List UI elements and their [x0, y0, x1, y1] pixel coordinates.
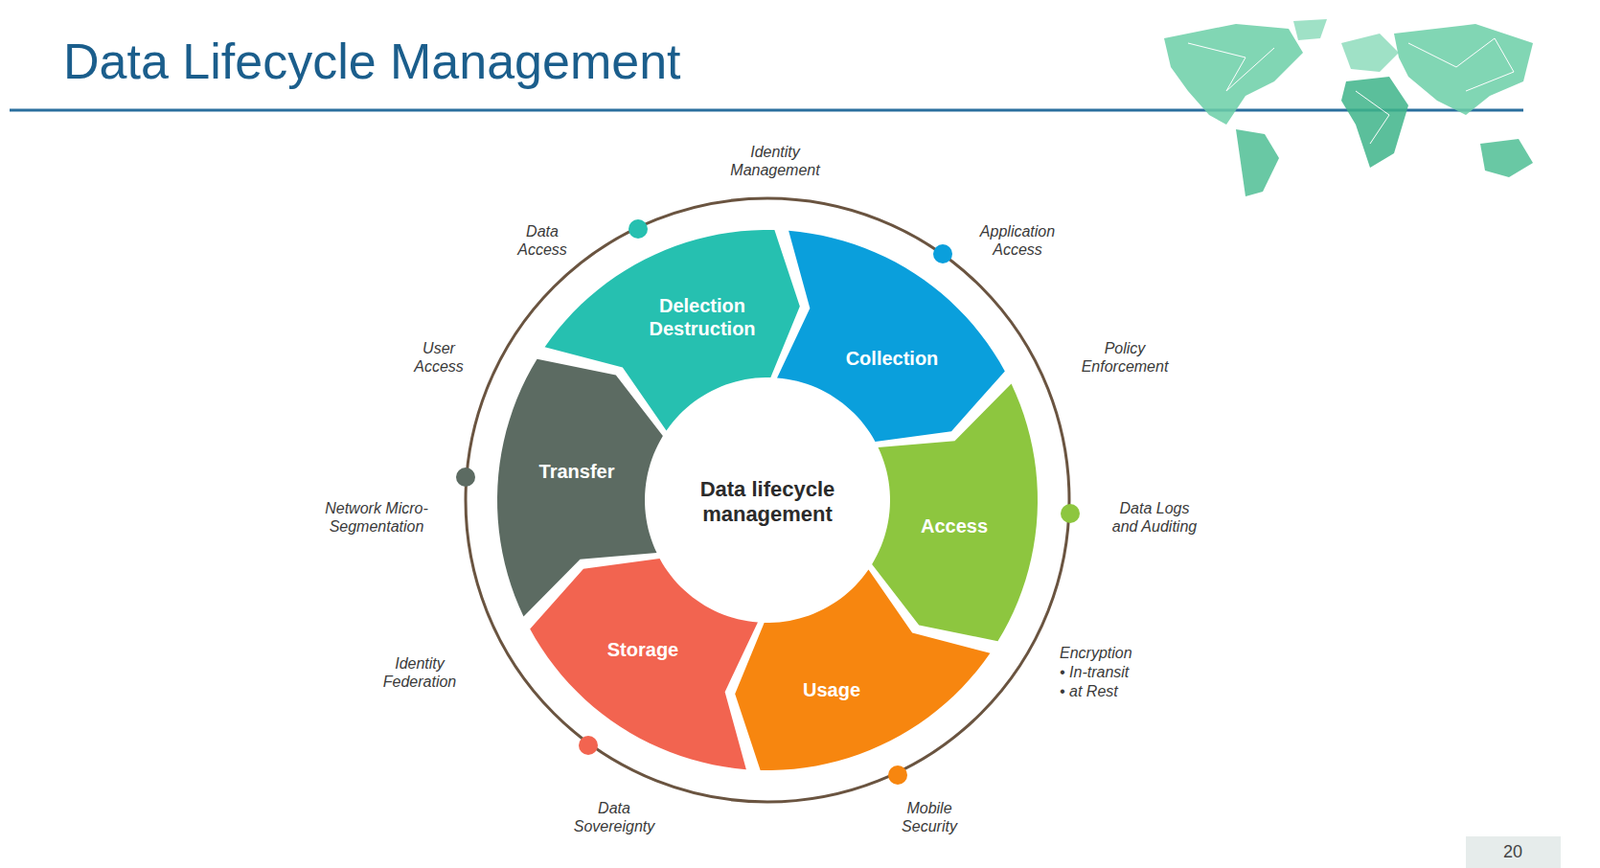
- security-control-label: Data Logs and Auditing: [1107, 499, 1202, 536]
- security-control-label: • In-transit: [1059, 662, 1129, 682]
- stage-name: Storage: [607, 638, 679, 662]
- security-control-label: Encryption: [1059, 643, 1133, 663]
- stage-name: Delection Destruction: [648, 294, 755, 341]
- outer-ring: [465, 198, 1070, 802]
- security-control-label: User Access: [413, 339, 464, 376]
- security-control-label: Policy Enforcement: [1081, 339, 1169, 376]
- center-circle: Data lifecycle management: [652, 385, 883, 616]
- security-control-label: Data Sovereignty: [573, 799, 655, 836]
- ring-dot: [578, 735, 598, 755]
- segment-shape: [871, 384, 1038, 642]
- stage-name: Access: [920, 514, 988, 538]
- ring-dot: [1060, 503, 1080, 524]
- map-continent: [1293, 19, 1327, 41]
- stage-name: Collection: [845, 346, 939, 370]
- center-title: Data lifecycle management: [681, 477, 854, 528]
- map-continent: [1394, 23, 1533, 115]
- security-control-label: Mobile Security: [901, 799, 958, 836]
- map-facet: [1408, 38, 1514, 92]
- ring-dot: [628, 219, 648, 239]
- segment-outline: [871, 383, 1038, 642]
- map-continent: [1480, 138, 1533, 178]
- map-continent: [1235, 129, 1280, 197]
- security-control-label: • at Rest: [1059, 682, 1119, 701]
- map-facet: [1188, 43, 1275, 92]
- ring-dot: [456, 467, 476, 487]
- map-continent: [1341, 33, 1399, 72]
- lifecycle-arrow-segment: Transfer: [497, 358, 663, 618]
- center-disc: [652, 385, 883, 616]
- stage-name: Usage: [802, 678, 861, 702]
- ring-dot: [888, 765, 908, 785]
- security-control-label: Identity Management: [730, 142, 820, 180]
- map-continent: [1341, 76, 1409, 168]
- security-control-label: Network Micro-Segmentation: [317, 499, 436, 536]
- stage-name: Transfer: [539, 459, 616, 483]
- security-control-label: Identity Federation: [383, 654, 458, 691]
- segment-shape: [497, 359, 663, 618]
- title-rule: [9, 109, 1524, 113]
- map-facet: [1355, 91, 1390, 144]
- world-map: [1164, 19, 1533, 197]
- security-control-label: Application Access: [980, 222, 1055, 259]
- security-control-label: Data Access: [517, 222, 568, 259]
- page-number: 20: [1503, 842, 1523, 864]
- segment-outline: [497, 358, 663, 618]
- slide-title: Data Lifecycle Management: [63, 32, 682, 91]
- ring-dot: [933, 244, 953, 264]
- lifecycle-arrow-segment: Access: [871, 383, 1038, 642]
- map-continent: [1164, 23, 1303, 125]
- page-number-box: [1465, 836, 1561, 868]
